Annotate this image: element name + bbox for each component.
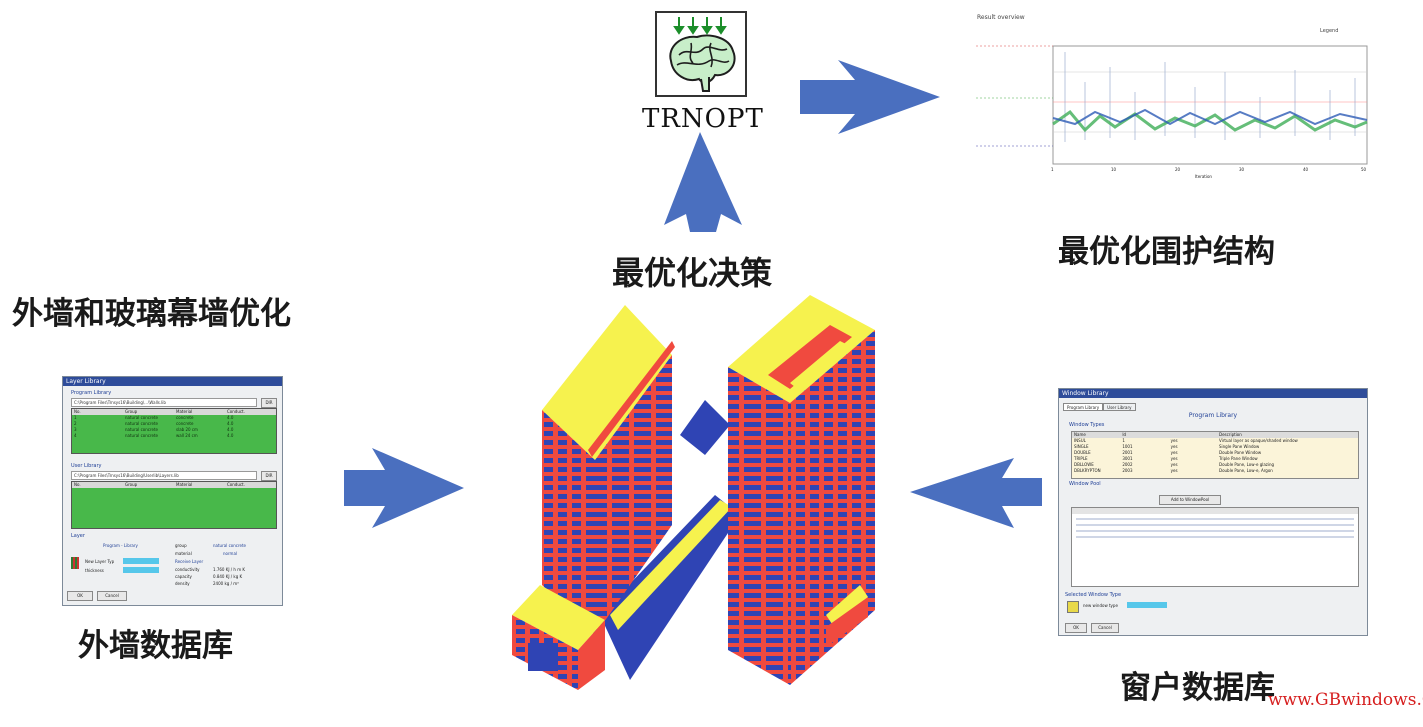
material-label: material xyxy=(175,551,192,556)
capacity-value: 0.840 KJ / kg K xyxy=(213,574,243,579)
chart-legend: Legend xyxy=(1320,28,1339,34)
column-header: Material xyxy=(176,409,193,414)
tab-user-library[interactable]: User Library xyxy=(1103,403,1136,411)
ok-button[interactable]: OK xyxy=(1065,623,1087,633)
window-pool-table xyxy=(1071,507,1359,587)
chart-title: Result overview xyxy=(977,14,1025,21)
selected-window-type-heading: Selected Window Type xyxy=(1065,592,1122,598)
watermark: www.GBwindows.Cn xyxy=(1268,690,1423,710)
layer-library-titlebar: Layer Library xyxy=(63,377,282,386)
tab-program-library[interactable]: Program Library xyxy=(1063,403,1104,411)
program-library-title: Program Library xyxy=(1188,412,1238,419)
layer-swatch-icon xyxy=(71,557,79,569)
program-path-field[interactable]: C:\Program Files\Trnsys16\Building\...\W… xyxy=(71,398,257,407)
wall-glass-optimization-label: 外墙和玻璃幕墙优化 xyxy=(12,296,291,332)
layer-library-window: Layer Library Program Library C:\Program… xyxy=(62,376,283,606)
ok-button[interactable]: OK xyxy=(67,591,93,601)
user-dir-button[interactable]: DIR xyxy=(261,471,277,481)
conductivity-value: 1.760 KJ / h m K xyxy=(213,567,246,572)
left-tower-roof xyxy=(542,305,672,460)
wall-database-label: 外墙数据库 xyxy=(78,628,233,664)
group-value: natural concrete xyxy=(213,543,246,548)
user-library-heading: User Library xyxy=(71,463,102,469)
x-tick: 30 xyxy=(1239,167,1245,172)
chart-plot xyxy=(976,45,1368,165)
cancel-button[interactable]: Cancel xyxy=(97,591,127,601)
x-tick: 50 xyxy=(1361,167,1367,172)
column-header: Conduct. xyxy=(227,409,245,414)
trnopt-label: TRNOPT xyxy=(642,104,764,134)
add-to-pool-button[interactable]: Add to WindowPool xyxy=(1159,495,1221,505)
new-layer-label: New Layer Typ xyxy=(85,559,115,564)
density-label: density xyxy=(175,581,190,586)
left-tower-front-face xyxy=(595,355,672,635)
x-tick: 40 xyxy=(1303,167,1309,172)
x-axis-label: Iteration xyxy=(1195,174,1212,179)
arrow-right-icon xyxy=(800,60,940,134)
window-database-label: 窗户数据库 xyxy=(1120,670,1275,706)
arrow-left-icon xyxy=(910,458,1042,528)
optimal-envelope-label: 最优化围护结构 xyxy=(1058,234,1275,270)
window-types-heading: Window Types xyxy=(1069,422,1105,428)
right-tower-left-face xyxy=(728,367,790,685)
trnopt-icon-box xyxy=(655,11,747,97)
capacity-label: capacity xyxy=(175,574,192,579)
building-model xyxy=(512,295,875,690)
brain-icon xyxy=(669,17,736,92)
program-dir-button[interactable]: DIR xyxy=(261,398,277,408)
window-library-tabs: Program Library User Library xyxy=(1063,403,1136,411)
new-layer-input[interactable] xyxy=(123,558,159,564)
window-library-window: Window Library Program Library User Libr… xyxy=(1058,388,1368,636)
x-tick: 20 xyxy=(1175,167,1181,172)
left-tower-left-face xyxy=(542,410,595,635)
new-window-type-label: new window type xyxy=(1083,603,1118,608)
arrow-up-icon xyxy=(664,132,742,232)
layer-section-heading: Layer xyxy=(71,533,85,539)
table-header: No. Group Material Conduct. xyxy=(72,409,276,415)
optimal-decision-label: 最优化决策 xyxy=(612,254,773,292)
column-header: Group xyxy=(125,409,138,414)
group-label: group xyxy=(175,543,187,548)
receive-layer-link[interactable]: Receive Layer xyxy=(175,559,204,564)
window-type-icon xyxy=(1067,601,1079,613)
x-tick: 10 xyxy=(1111,167,1117,172)
new-window-type-input[interactable] xyxy=(1127,602,1167,608)
material-value: normal xyxy=(223,551,238,556)
pool-header xyxy=(1072,508,1358,514)
thickness-input[interactable] xyxy=(123,567,159,573)
program-library-label: Program - Library xyxy=(103,543,138,548)
result-chart: Result overview Legend 1 10 20 30 40 50 … xyxy=(975,12,1375,187)
density-value: 2400 kg / m³ xyxy=(213,581,239,586)
cancel-button[interactable]: Cancel xyxy=(1091,623,1119,633)
conductivity-label: conductivity xyxy=(175,567,200,572)
x-tick: 1 xyxy=(1051,167,1054,172)
thickness-label: thickness xyxy=(85,568,104,573)
program-library-heading: Program Library xyxy=(71,390,112,396)
arrow-right-icon xyxy=(344,448,464,528)
window-pool-heading: Window Pool xyxy=(1069,481,1101,487)
user-path-field[interactable]: C:\Program Files\Trnsys16\Building\Userl… xyxy=(71,471,257,480)
window-library-titlebar: Window Library xyxy=(1059,389,1367,398)
column-header: No. xyxy=(74,409,81,414)
